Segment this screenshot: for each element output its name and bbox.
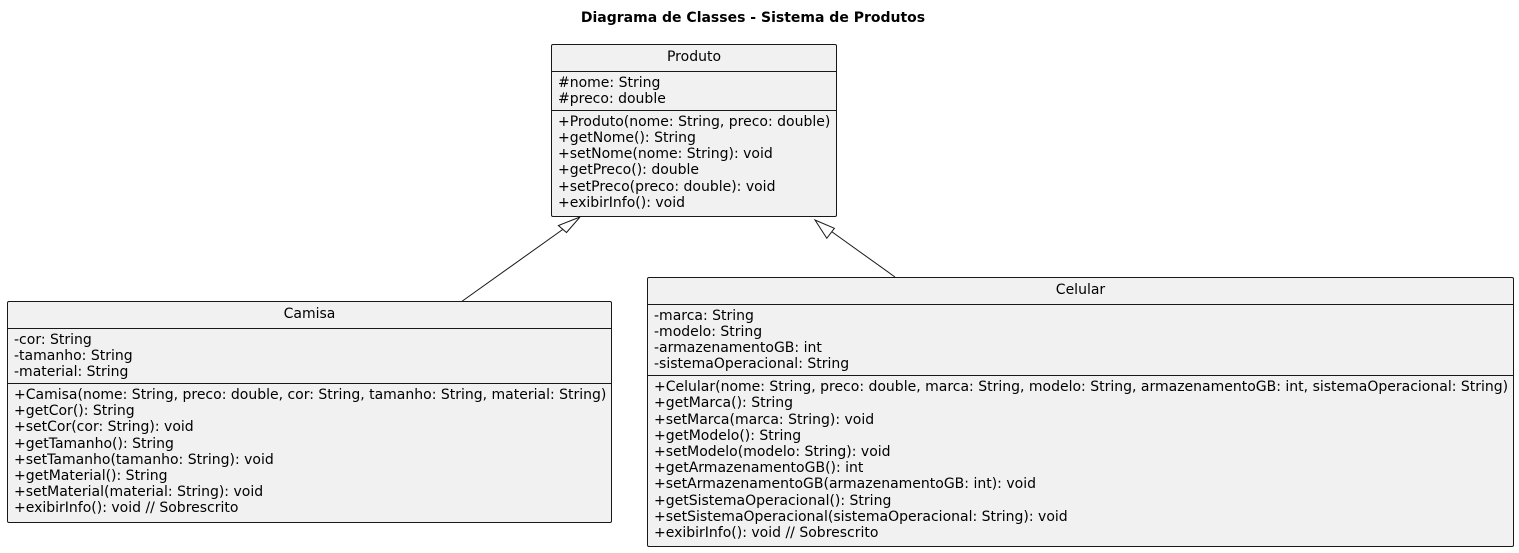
attribute: -sistemaOperacional: String [654, 356, 850, 373]
attributes-section: #nome: String #preco: double [552, 72, 836, 110]
class-produto[interactable]: Produto #nome: String #preco: double +Pr… [551, 44, 837, 217]
method: +setModelo(modelo: String): void [654, 444, 891, 460]
method: +getNome(): String [558, 130, 696, 147]
attribute: #preco: double [558, 90, 666, 107]
arrowhead-camisa-produto [557, 216, 581, 234]
edge-camisa-produto [460, 224, 570, 303]
method: +getTamanho(): String [14, 435, 174, 452]
method: +getMaterial(): String [14, 468, 168, 484]
method: +getModelo(): String [654, 427, 802, 444]
class-name: Produto [552, 45, 836, 72]
method: +exibirInfo(): void // Sobrescrito [654, 524, 879, 541]
attribute: -marca: String [654, 307, 754, 324]
attribute: -tamanho: String [14, 347, 133, 364]
attribute: -armazenamentoGB: int [654, 339, 822, 356]
method: +getPreco(): double [558, 162, 700, 179]
attribute: -material: String [14, 363, 129, 380]
method: +setSistemaOperacional(sistemaOperaciona… [654, 508, 1068, 525]
method: +Produto(nome: String, preco: double) [558, 113, 831, 130]
method: +setMaterial(material: String): void [14, 484, 264, 501]
edge-celular-produto [827, 228, 896, 278]
method: +setCor(cor: String): void [14, 419, 194, 436]
class-name: Camisa [8, 302, 611, 329]
methods-section: +Produto(nome: String, preco: double) +g… [552, 109, 836, 214]
method: +getArmazenamentoGB(): int [654, 460, 864, 477]
arrowhead-celular-produto [813, 218, 836, 240]
attribute: -cor: String [14, 331, 92, 348]
attributes-section: -cor: String -tamanho: String -material:… [8, 329, 611, 384]
method: +exibirInfo(): void [558, 194, 686, 211]
method: +exibirInfo(): void // Sobrescrito [14, 500, 239, 517]
class-name: Celular [648, 278, 1513, 305]
methods-section: +Camisa(nome: String, preco: double, cor… [8, 383, 611, 520]
method: +getMarca(): String [654, 395, 793, 412]
method: +setArmazenamentoGB(armazenamentoGB: int… [654, 476, 1036, 493]
method: +getCor(): String [14, 403, 135, 420]
method: +Celular(nome: String, preco: double, ma… [654, 379, 1509, 396]
methods-section: +Celular(nome: String, preco: double, ma… [648, 375, 1513, 544]
diagram-title: Diagrama de Classes - Sistema de Produto… [580, 10, 926, 26]
class-celular[interactable]: Celular -marca: String -modelo: String -… [647, 277, 1514, 547]
method: +setMarca(marca: String): void [654, 411, 875, 428]
method: +Camisa(nome: String, preco: double, cor… [14, 387, 607, 404]
method: +setTamanho(tamanho: String): void [14, 451, 274, 468]
attributes-section: -marca: String -modelo: String -armazena… [648, 305, 1513, 376]
method: +getSistemaOperacional(): String [654, 492, 892, 509]
method: +setPreco(preco: double): void [558, 178, 776, 195]
attribute: #nome: String [558, 74, 661, 91]
attribute: -modelo: String [654, 323, 763, 340]
class-camisa[interactable]: Camisa -cor: String -tamanho: String -ma… [7, 301, 612, 523]
method: +setNome(nome: String): void [558, 146, 773, 163]
